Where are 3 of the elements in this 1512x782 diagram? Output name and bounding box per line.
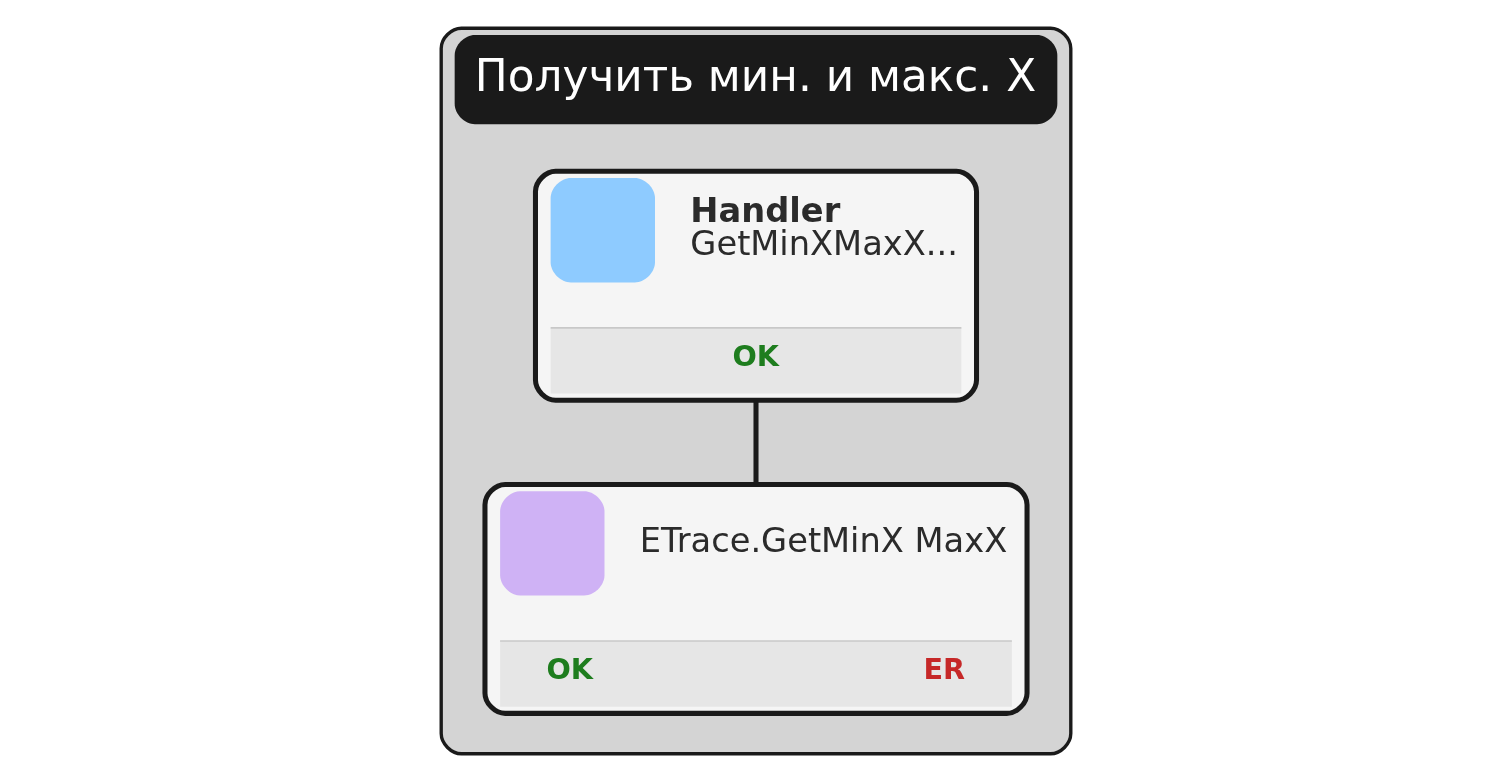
connector [753, 400, 759, 485]
node-box: ETrace.GetMinX MaxX OK ER [482, 481, 1030, 716]
node-box: Handler GetMinXMaxX... OK [532, 168, 980, 403]
